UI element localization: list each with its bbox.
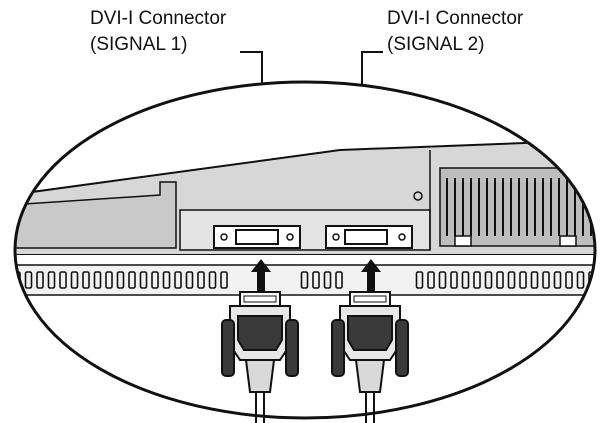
connector-1-label: DVI-I Connector (SIGNAL 1) [90,6,226,58]
vent-slot [82,271,90,289]
connector-1-label-signal: (SIGNAL 1) [90,34,188,55]
vent-slot [507,271,516,289]
vent-slot [105,271,113,289]
dvi-port-signal-2 [325,225,413,249]
vent-slot [323,271,332,289]
vent-slot [36,271,44,289]
vent-slot [24,271,33,289]
vent-slot [415,271,424,289]
insert-arrow-2 [361,259,381,292]
vent-slot [530,271,539,289]
insert-arrow-1 [251,259,271,292]
vent-slot [542,271,550,289]
vent-slot [162,271,171,289]
vent-slot [335,271,343,289]
vent-slot [519,271,527,289]
vent-slot [300,271,309,289]
vent-slot [427,271,435,289]
dvi-port-signal-1 [213,225,301,249]
vent-slot [93,271,102,289]
vent-slot [473,271,481,289]
vent-slot [576,271,585,289]
connector-2-label-title: DVI-I Connector [387,8,524,29]
slotted-vent-strip [15,255,595,296]
vent-slot [565,271,573,289]
vent-slot [496,271,504,289]
detail-oval-frame [13,80,597,420]
vent-slot [47,271,56,289]
vent-slot [174,271,182,289]
vent-slot [484,271,493,289]
connector-1-label-title: DVI-I Connector [90,8,227,29]
vent-slot [450,271,458,289]
vent-slot [185,271,194,289]
vent-slot [208,271,217,289]
vent-grille [439,167,595,247]
vent-slot [312,271,320,289]
vent-slot [438,271,447,289]
vent-slot [151,271,159,289]
vent-slot [128,271,136,289]
vent-slot [461,271,470,289]
dvi-cable-plug-2 [331,291,409,423]
vent-slot [70,271,79,289]
vent-slot [553,271,562,289]
vent-slot [59,271,67,289]
vent-slot [197,271,205,289]
connector-2-label: DVI-I Connector (SIGNAL 2) [387,6,523,58]
vent-slot [220,271,228,289]
vent-slot [139,271,148,289]
vent-slot [116,271,125,289]
connector-2-label-signal: (SIGNAL 2) [387,34,485,55]
dvi-cable-plug-1 [221,291,299,423]
